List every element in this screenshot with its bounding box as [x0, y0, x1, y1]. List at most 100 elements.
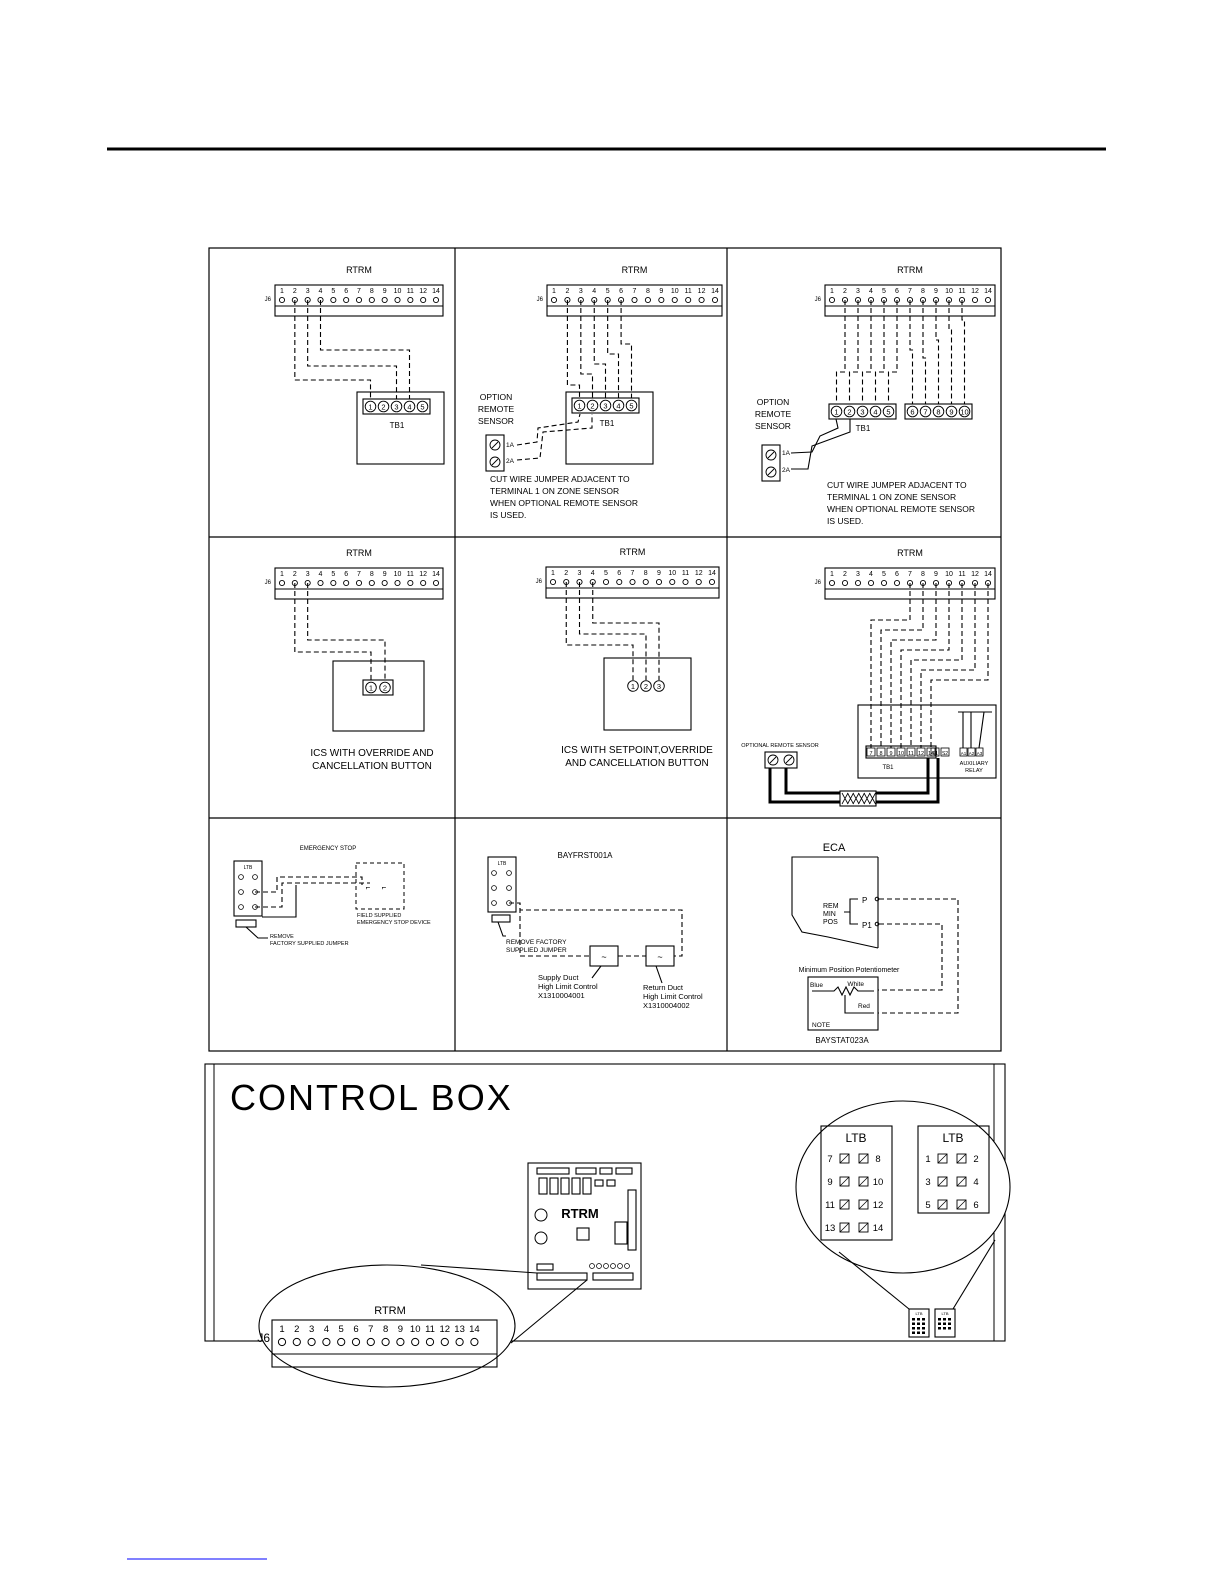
j6-label: J6 [815, 297, 822, 303]
signal-wire [565, 582, 634, 680]
board-terminal [596, 1263, 602, 1269]
terminal-screw [470, 1337, 479, 1347]
sensor-screw-slot [491, 441, 499, 449]
tb1-label: TB1 [600, 419, 615, 428]
signal-wire [578, 582, 647, 680]
terminal-number: 2 [843, 571, 847, 578]
terminal-circle [945, 405, 958, 418]
switch-contact: ⌐ [366, 883, 371, 892]
ltb-screw [858, 1153, 869, 1164]
terminal-number: 10 [394, 571, 402, 578]
terminal-circle [573, 399, 586, 412]
ltb-screw-slot [858, 1153, 869, 1164]
signal-wire [878, 923, 943, 991]
potentiometer-label: Minimum Position Potentiometer [799, 967, 900, 974]
board-part [536, 1263, 554, 1271]
terminal-circle [856, 405, 869, 418]
ltb-block [487, 856, 517, 913]
terminal-number: 10 [945, 288, 953, 295]
remote-sensor-note: WHEN OPTIONAL REMOTE SENSOR [490, 498, 638, 508]
mini-ltb-dot [938, 1327, 941, 1330]
terminal-screw [322, 1337, 331, 1347]
terminal-screw [971, 296, 979, 304]
rtrm-title: RTRM [620, 547, 646, 557]
terminal-circle [390, 400, 403, 413]
ics-housing [332, 660, 425, 732]
ltb-screw-slot [858, 1199, 869, 1210]
ltb-title: LTB [942, 1131, 963, 1145]
twist-mark [858, 792, 865, 805]
ltb-terminal [252, 874, 258, 880]
limit-switch: ~ [601, 952, 606, 962]
terminal-number: 12 [698, 288, 706, 295]
terminal-number: 10 [668, 570, 676, 577]
terminal-screw [317, 579, 324, 587]
signal-wire [592, 582, 660, 680]
terminal-number: 8 [646, 288, 650, 295]
ltb-terminal-number: 6 [973, 1200, 978, 1211]
terminal-number: 6 [344, 288, 348, 295]
terminal-screw [867, 579, 875, 587]
terminal-number: 14 [432, 571, 440, 578]
remote-sensor-title: REMOTE [755, 409, 792, 419]
terminal-screw [366, 1337, 375, 1347]
terminal-screw [642, 578, 649, 586]
terminal-number: 5 [882, 288, 886, 295]
signal-wire [835, 300, 846, 404]
board-connector [599, 1167, 613, 1175]
aux-cell-label: A1 [961, 751, 967, 756]
terminal-label: 6 [910, 408, 914, 417]
terminal-circle [869, 405, 882, 418]
board-transformer [614, 1221, 628, 1245]
terminal-number: 3 [306, 288, 310, 295]
board-connector [615, 1167, 633, 1175]
zone-sensor-housing [565, 391, 654, 465]
eca-outline [791, 856, 879, 949]
mini-ltb-dot [943, 1327, 946, 1330]
board-relay [571, 1177, 581, 1195]
terminal-circle [612, 399, 625, 412]
jumper-leader [245, 926, 268, 939]
terminal-circle [882, 405, 895, 418]
terminal-screw [695, 578, 702, 586]
terminal-screw [616, 578, 623, 586]
terminal-number: 3 [856, 288, 860, 295]
terminal-number: 5 [882, 571, 886, 578]
board-relay [582, 1177, 592, 1195]
terminal-number: 14 [984, 288, 992, 295]
j6-label: J6 [265, 297, 272, 303]
sensor-screw [765, 466, 777, 478]
terminal-circle [830, 405, 843, 418]
terminal-label: 5 [629, 402, 633, 411]
ltb-screw-slot [937, 1153, 948, 1164]
terminal-screw [381, 579, 388, 587]
terminal-screw [420, 579, 427, 587]
terminal-label: 4 [407, 403, 411, 412]
terminal-number: 7 [631, 570, 635, 577]
board-terminal [624, 1263, 630, 1269]
ltb-label: LTB [244, 865, 253, 871]
board-chip [606, 1179, 616, 1187]
tb-cell-label: 11 [908, 751, 914, 757]
terminal-number: 8 [370, 288, 374, 295]
terminal-number: 9 [934, 571, 938, 578]
mini-ltb-dot [948, 1322, 951, 1325]
ltb-terminal-number: 4 [973, 1177, 978, 1188]
shielded-cable [784, 768, 840, 795]
signal-wire [848, 300, 859, 404]
return-duct-label: X1310004002 [643, 1001, 690, 1010]
emergency-stop-title: EMERGENCY STOP [300, 846, 356, 852]
tb-cell [906, 747, 916, 757]
terminal-screw [278, 579, 286, 587]
remote-wire [791, 419, 851, 470]
rtrm-title: RTRM [622, 265, 648, 275]
board-capacitor [534, 1208, 548, 1222]
rtrm-title: RTRM [897, 265, 923, 275]
remote-sensor-note: WHEN OPTIONAL REMOTE SENSOR [827, 504, 975, 514]
tb-cell [930, 747, 940, 757]
remove-jumper-label: FACTORY SUPPLIED JUMPER [270, 941, 349, 947]
mini-ltb-dot [912, 1331, 915, 1334]
bayfrst-title: BAYFRST001A [558, 851, 614, 860]
